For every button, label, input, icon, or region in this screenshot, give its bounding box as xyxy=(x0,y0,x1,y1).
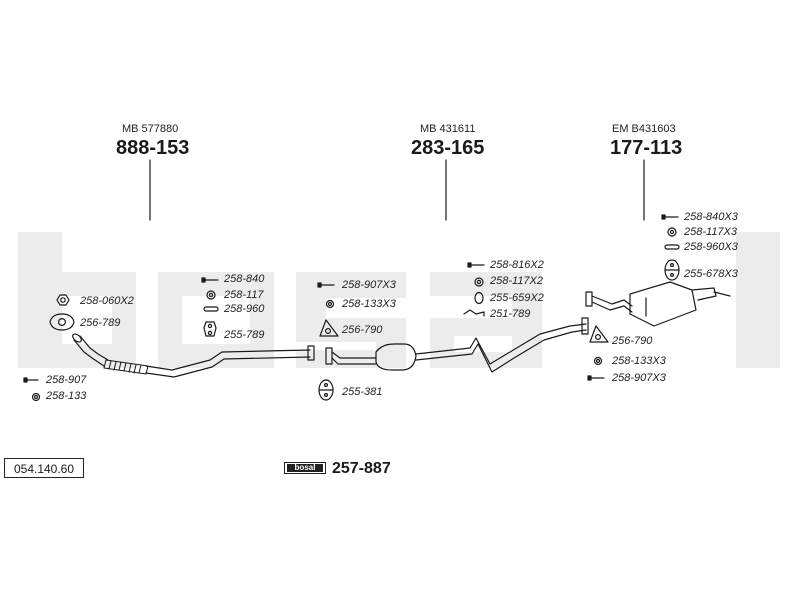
bolt-icon xyxy=(661,214,679,220)
assembly-number-middle[interactable]: 283-165 xyxy=(411,137,485,159)
front-pipe-888-153 xyxy=(72,333,315,378)
triangle-gasket-icon xyxy=(319,319,339,337)
clamp-sleeve-icon xyxy=(664,244,680,250)
washer-icon xyxy=(206,290,216,300)
part-number[interactable]: 256-790 xyxy=(612,335,653,347)
bosal-logo-text: bosal xyxy=(287,464,323,472)
bosal-logo-badge: bosal xyxy=(284,462,326,474)
part-number[interactable]: 258-133X3 xyxy=(342,298,396,310)
part-number[interactable]: 258-117 xyxy=(224,289,264,301)
strap-clamp-icon xyxy=(463,309,485,317)
part-number[interactable]: 258-133 xyxy=(46,390,87,402)
mounting-kit-number[interactable]: 257-887 xyxy=(332,460,391,477)
part-number[interactable]: 258-907X3 xyxy=(342,279,396,291)
part-number[interactable]: 256-789 xyxy=(80,317,121,329)
nut-icon xyxy=(56,294,70,306)
part-number[interactable]: 256-790 xyxy=(342,324,383,336)
part-number[interactable]: 258-907 xyxy=(46,374,87,386)
spring-washer-icon xyxy=(593,356,603,366)
part-number[interactable]: 258-960X3 xyxy=(684,241,738,253)
ring-icon xyxy=(474,291,484,305)
part-number[interactable]: 258-060X2 xyxy=(80,295,134,307)
part-number[interactable]: 258-117X3 xyxy=(684,226,738,238)
spring-washer-icon xyxy=(31,392,41,402)
assembly-ref-rear: EM B431603 xyxy=(612,123,676,135)
rubber-mount-icon xyxy=(664,259,680,281)
part-number[interactable]: 255-659X2 xyxy=(490,292,544,304)
part-number[interactable]: 258-117X2 xyxy=(490,275,544,287)
bolt-icon xyxy=(587,375,605,381)
rear-muffler-177-113 xyxy=(585,281,731,327)
part-number[interactable]: 255-789 xyxy=(224,329,265,341)
clamp-sleeve-icon xyxy=(203,306,219,312)
bolt-icon xyxy=(201,277,219,283)
rubber-mount-icon xyxy=(318,379,334,401)
catalog-number-box: 054.140.60 xyxy=(4,458,84,478)
bolt-icon xyxy=(23,377,39,383)
part-number[interactable]: 258-816X2 xyxy=(490,259,544,271)
part-number[interactable]: 255-381 xyxy=(342,386,383,398)
washer-icon xyxy=(474,277,484,287)
part-number[interactable]: 258-907X3 xyxy=(612,372,666,384)
gasket-icon xyxy=(49,313,75,331)
assembly-number-front[interactable]: 888-153 xyxy=(116,137,190,159)
spring-washer-icon xyxy=(325,299,335,309)
bolt-icon xyxy=(317,282,335,288)
triangle-gasket-icon xyxy=(589,325,609,343)
part-number[interactable]: 258-840X3 xyxy=(684,211,738,223)
assembly-ref-middle: MB 431611 xyxy=(420,123,476,135)
assembly-number-rear[interactable]: 177-113 xyxy=(610,137,683,159)
part-number[interactable]: 258-133X3 xyxy=(612,355,666,367)
bolt-icon xyxy=(467,262,485,268)
washer-icon xyxy=(667,227,677,237)
hanger-icon xyxy=(203,321,217,337)
assembly-ref-front: MB 577880 xyxy=(122,123,179,135)
part-number[interactable]: 255-678X3 xyxy=(684,268,738,280)
part-number[interactable]: 258-960 xyxy=(224,303,265,315)
part-number[interactable]: 251-789 xyxy=(490,308,531,320)
middle-pipe-283-165 xyxy=(325,317,589,373)
part-number[interactable]: 258-840 xyxy=(224,273,265,285)
